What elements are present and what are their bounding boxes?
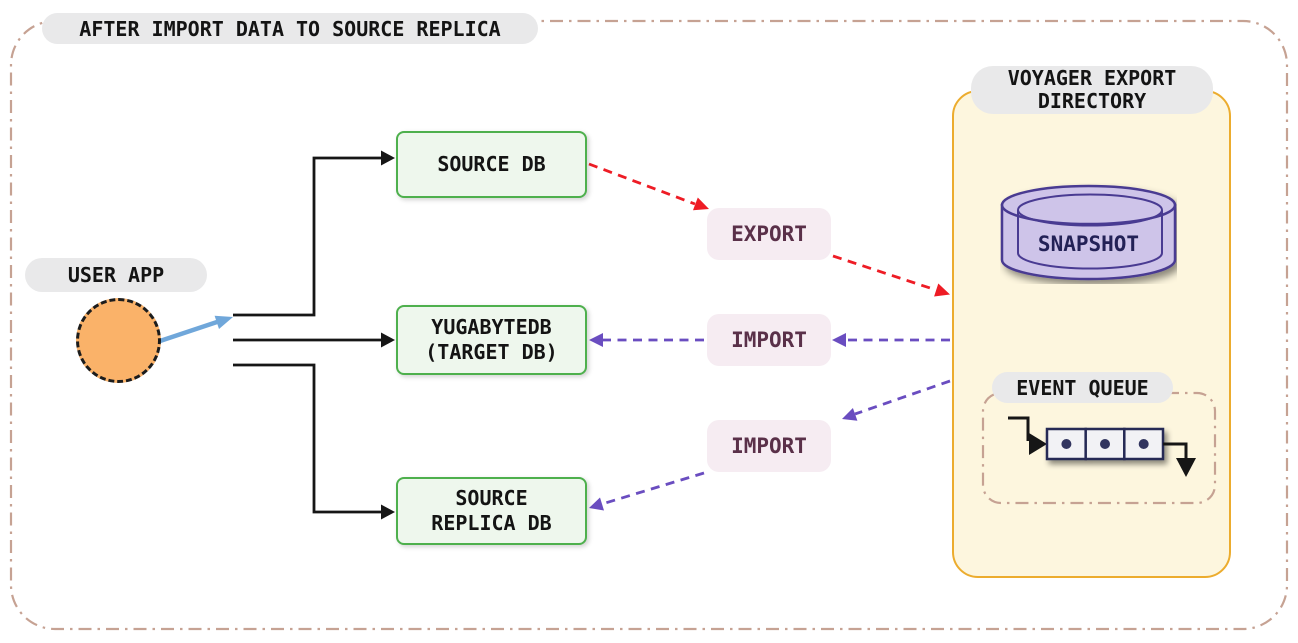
user-app-circle <box>76 298 161 383</box>
import-target-action-label: IMPORT <box>707 314 831 366</box>
import-arrow-directory-to-label-replica <box>842 379 951 421</box>
export-arrow-label-to-directory <box>832 254 950 297</box>
node-target-db: YUGABYTEDB (TARGET DB) <box>396 305 587 375</box>
branch-connector-source-replica-db <box>233 363 395 520</box>
voyager-label-line1: VOYAGER EXPORT <box>1007 66 1177 90</box>
node-source-db: SOURCE DB <box>396 131 587 198</box>
branch-connector-target-db <box>233 332 395 348</box>
import-arrow-directory-to-label-target <box>832 333 950 347</box>
node-source-replica-db: SOURCE REPLICA DB <box>396 477 587 545</box>
branch-connector-source-db <box>233 150 395 317</box>
snapshot-label: SNAPSHOT <box>1037 232 1140 256</box>
node-source-replica-db-line2: REPLICA DB <box>431 511 552 535</box>
node-source-replica-db-line1: SOURCE <box>455 486 528 510</box>
import-arrow-label-to-replica-db <box>589 471 705 511</box>
export-action-label: EXPORT <box>707 208 831 260</box>
diagram-title: AFTER IMPORT DATA TO SOURCE REPLICA <box>42 13 538 44</box>
voyager-label-line2: DIRECTORY <box>1037 89 1147 113</box>
import-arrow-label-to-target-db <box>589 333 704 347</box>
voyager-export-directory-panel <box>952 90 1231 578</box>
voyager-export-directory-label: VOYAGER EXPORT DIRECTORY <box>971 66 1213 114</box>
node-target-db-line2: (TARGET DB) <box>425 340 558 364</box>
import-replica-action-label: IMPORT <box>707 420 831 472</box>
node-target-db-line1: YUGABYTEDB <box>431 315 552 339</box>
event-queue-label: EVENT QUEUE <box>992 372 1173 403</box>
node-source-db-label: SOURCE DB <box>437 152 546 176</box>
user-app-label: USER APP <box>25 258 207 292</box>
export-arrow-source-to-label <box>588 162 709 211</box>
user-app-arrow <box>153 315 233 346</box>
